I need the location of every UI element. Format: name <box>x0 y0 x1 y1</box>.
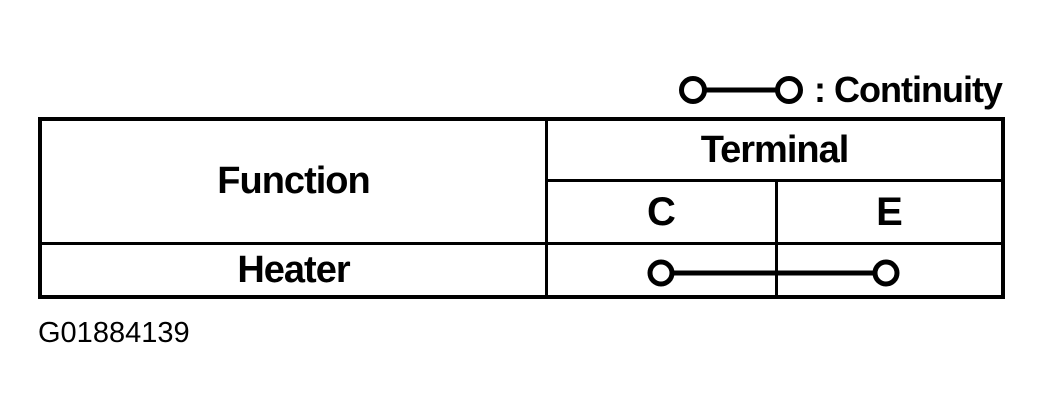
continuity-table: Function Terminal C E Heater <box>38 117 1005 299</box>
divider-terminal-columns <box>545 179 1001 182</box>
divider-function-terminal <box>545 121 548 295</box>
terminal-e-label: E <box>876 189 903 234</box>
divider-c-e <box>775 179 778 295</box>
heater-continuity-icon <box>647 259 900 287</box>
header-cell-terminal: Terminal <box>548 121 1001 179</box>
header-cell-terminal-e: E <box>778 182 1001 242</box>
row-cell-function-heater: Heater <box>42 245 545 295</box>
function-header-label: Function <box>217 160 370 202</box>
terminal-header-label: Terminal <box>700 128 850 171</box>
heater-row-label: Heater <box>237 248 350 291</box>
continuity-icon <box>679 76 803 104</box>
terminal-c-label: C <box>647 189 676 234</box>
header-cell-terminal-c: C <box>548 182 775 242</box>
continuity-legend-label: : Continuity <box>814 69 1003 110</box>
continuity-legend: : Continuity <box>672 69 1003 110</box>
row-cell-continuity-c-e <box>548 245 1001 295</box>
header-cell-function: Function <box>42 121 545 242</box>
divider-header-body <box>42 242 1001 245</box>
figure-id: G01884139 <box>38 317 190 349</box>
